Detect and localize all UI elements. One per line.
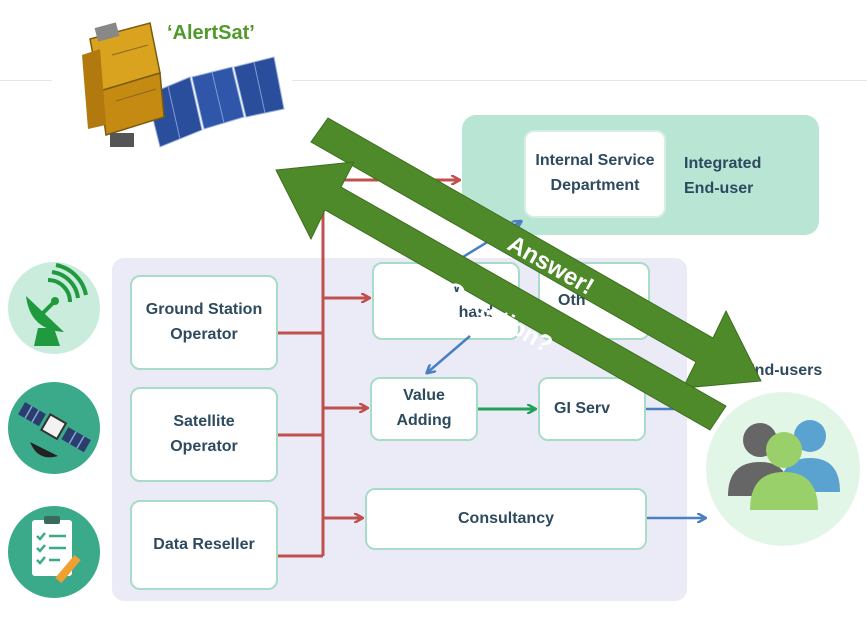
question-arrow [275, 161, 727, 431]
end-users-group-icon [706, 392, 860, 546]
alertsat-title: ‘AlertSat’ [167, 22, 255, 44]
checklist-icon [8, 506, 100, 598]
answer-arrow [310, 117, 762, 389]
integrated-end-user-label: Integrated End-user [684, 155, 762, 197]
internal-service-department-box: Internal Service Department [524, 130, 666, 218]
connector-software-to-value-adding [428, 335, 471, 372]
satellite-operator-box: Satellite Operator [130, 387, 278, 482]
gi-service-box: GI Serv [538, 377, 646, 441]
satellite-dish-icon [8, 262, 100, 354]
satellite-body [82, 22, 165, 147]
satellite-icon [8, 382, 100, 474]
alertsat-satellite-image [52, 5, 292, 170]
consultancy-box: Consultancy [365, 488, 647, 550]
end-users-label: End-users [744, 362, 823, 379]
ground-station-operator-box: Ground Station Operator [130, 275, 278, 370]
top-divider [0, 80, 867, 81]
value-adding-box: Value Adding [370, 377, 478, 441]
data-reseller-box: Data Reseller [130, 500, 278, 590]
internal-service-label: Internal Service Department [535, 152, 655, 194]
